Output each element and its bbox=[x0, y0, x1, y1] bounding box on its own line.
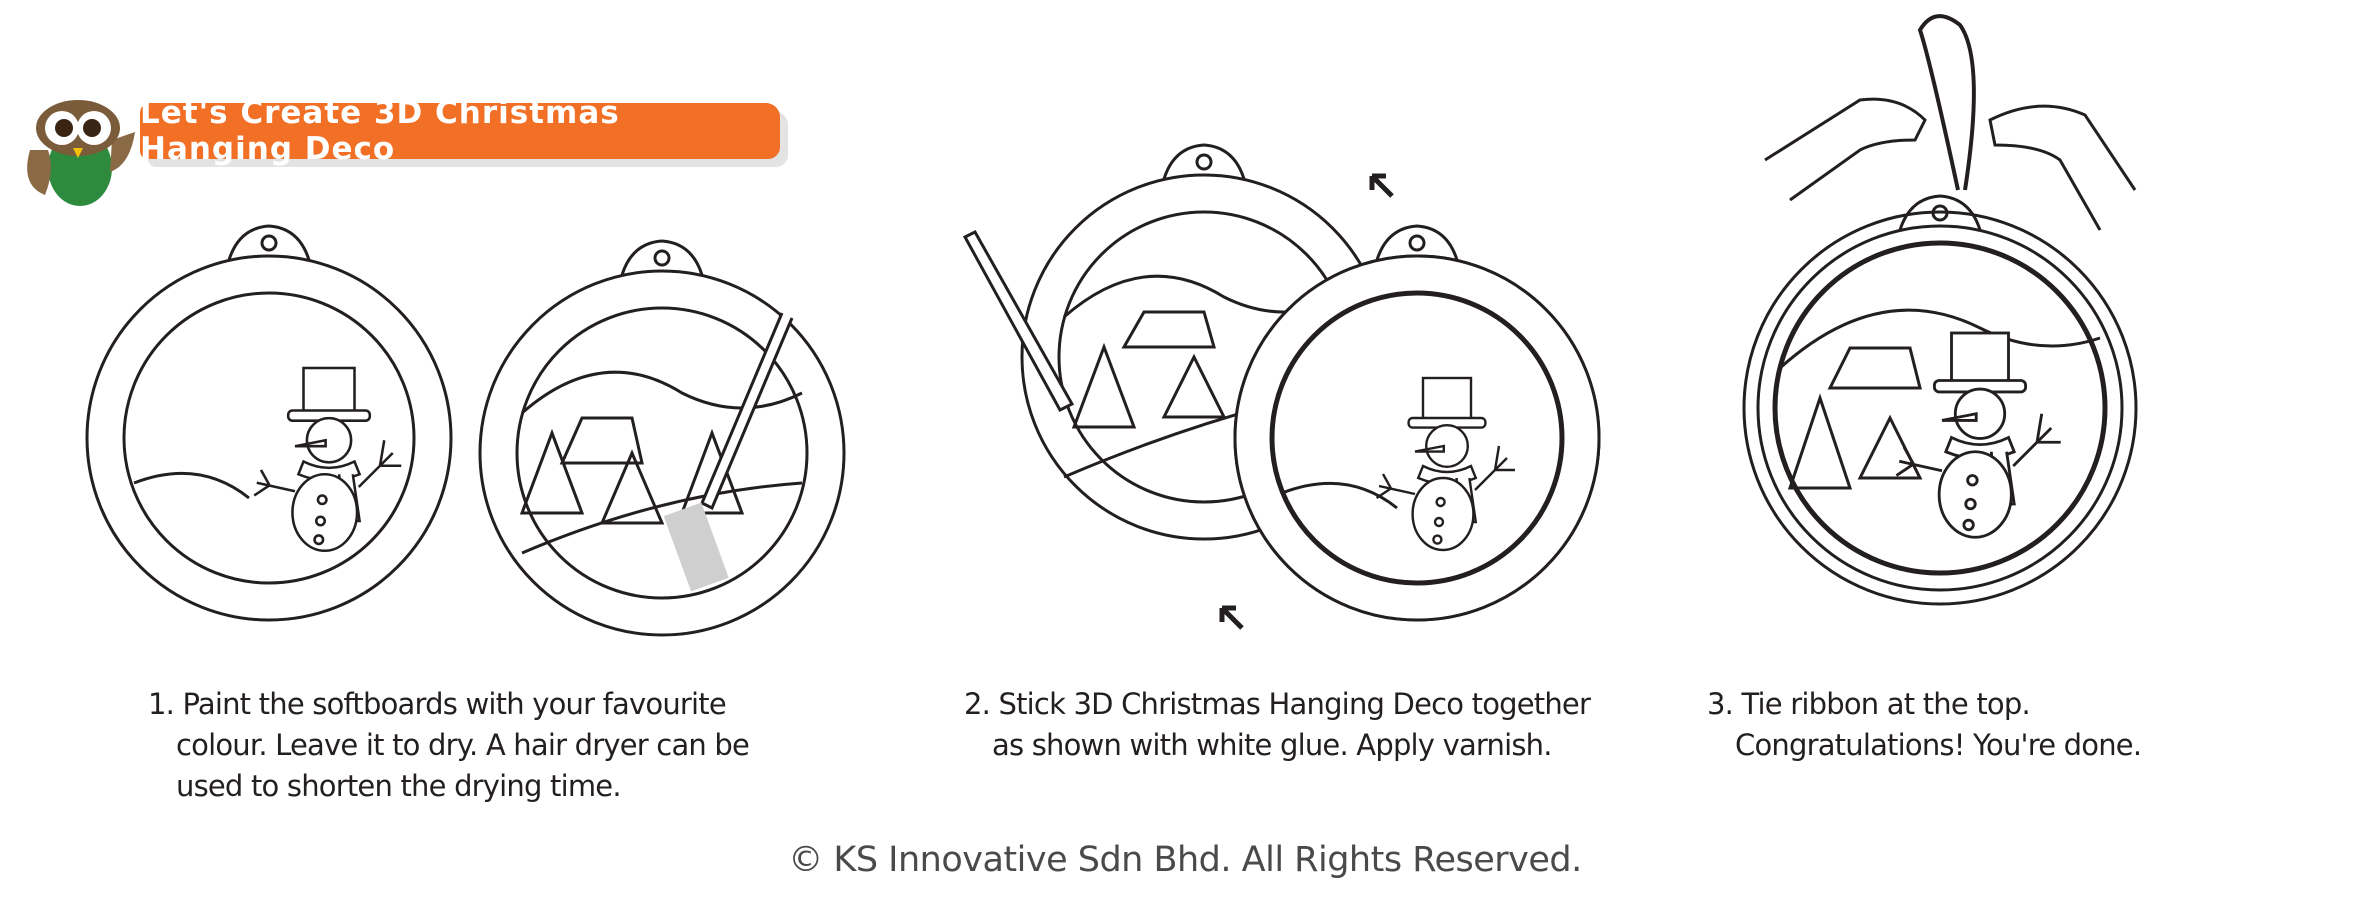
step-line: 3. Tie ribbon at the top. bbox=[1707, 687, 2031, 721]
arrow-down-icon bbox=[1219, 605, 1244, 630]
step-line: colour. Leave it to dry. A hair dryer ca… bbox=[176, 728, 750, 762]
ornament-finished bbox=[1742, 194, 2138, 606]
owl-mascot-icon bbox=[27, 100, 135, 206]
step-line: Congratulations! You're done. bbox=[1735, 728, 2142, 762]
ornament-front bbox=[1233, 224, 1601, 622]
title-banner: Let's Create 3D Christmas Hanging Deco bbox=[140, 95, 780, 167]
step-line: as shown with white glue. Apply varnish. bbox=[992, 728, 1552, 762]
hand-right-icon bbox=[1988, 104, 2137, 231]
step-1-instructions: 1. Paint the softboards with your favour… bbox=[148, 684, 750, 807]
step-line: used to shorten the drying time. bbox=[176, 769, 622, 803]
hand-left-icon bbox=[1764, 97, 1927, 202]
copyright-notice: © KS Innovative Sdn Bhd. All Rights Rese… bbox=[788, 840, 1582, 880]
step-2-instructions: 2. Stick 3D Christmas Hanging Deco toget… bbox=[964, 684, 1591, 766]
paintbrush-icon bbox=[962, 230, 1075, 412]
step-line: 1. Paint the softboards with your favour… bbox=[148, 687, 727, 721]
step-3-instructions: 3. Tie ribbon at the top. Congratulation… bbox=[1707, 684, 2142, 766]
ornament-scene bbox=[478, 239, 846, 637]
arrow-up-icon bbox=[1369, 173, 1394, 198]
ribbon-icon bbox=[1917, 14, 1976, 191]
ornament-plain bbox=[85, 224, 453, 622]
page-title: Let's Create 3D Christmas Hanging Deco bbox=[140, 95, 620, 167]
step-line: 2. Stick 3D Christmas Hanging Deco toget… bbox=[964, 687, 1591, 721]
